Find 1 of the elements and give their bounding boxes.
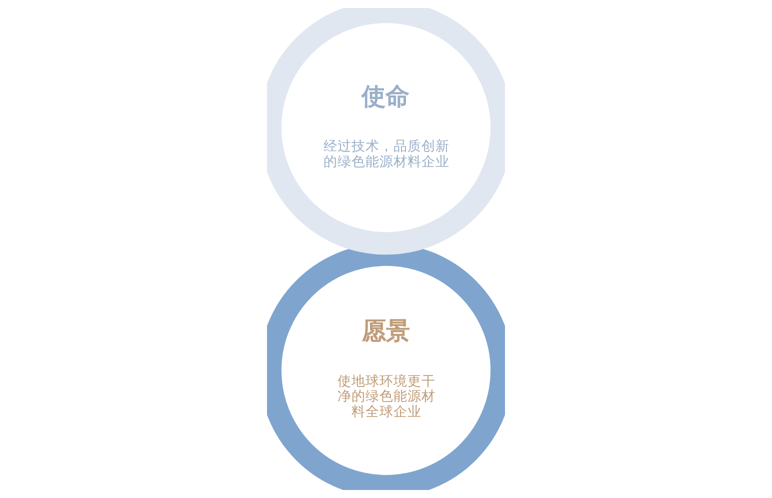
node-circle: 使命 经过技术，品质创新的绿色能源材料企业 (267, 8, 505, 255)
